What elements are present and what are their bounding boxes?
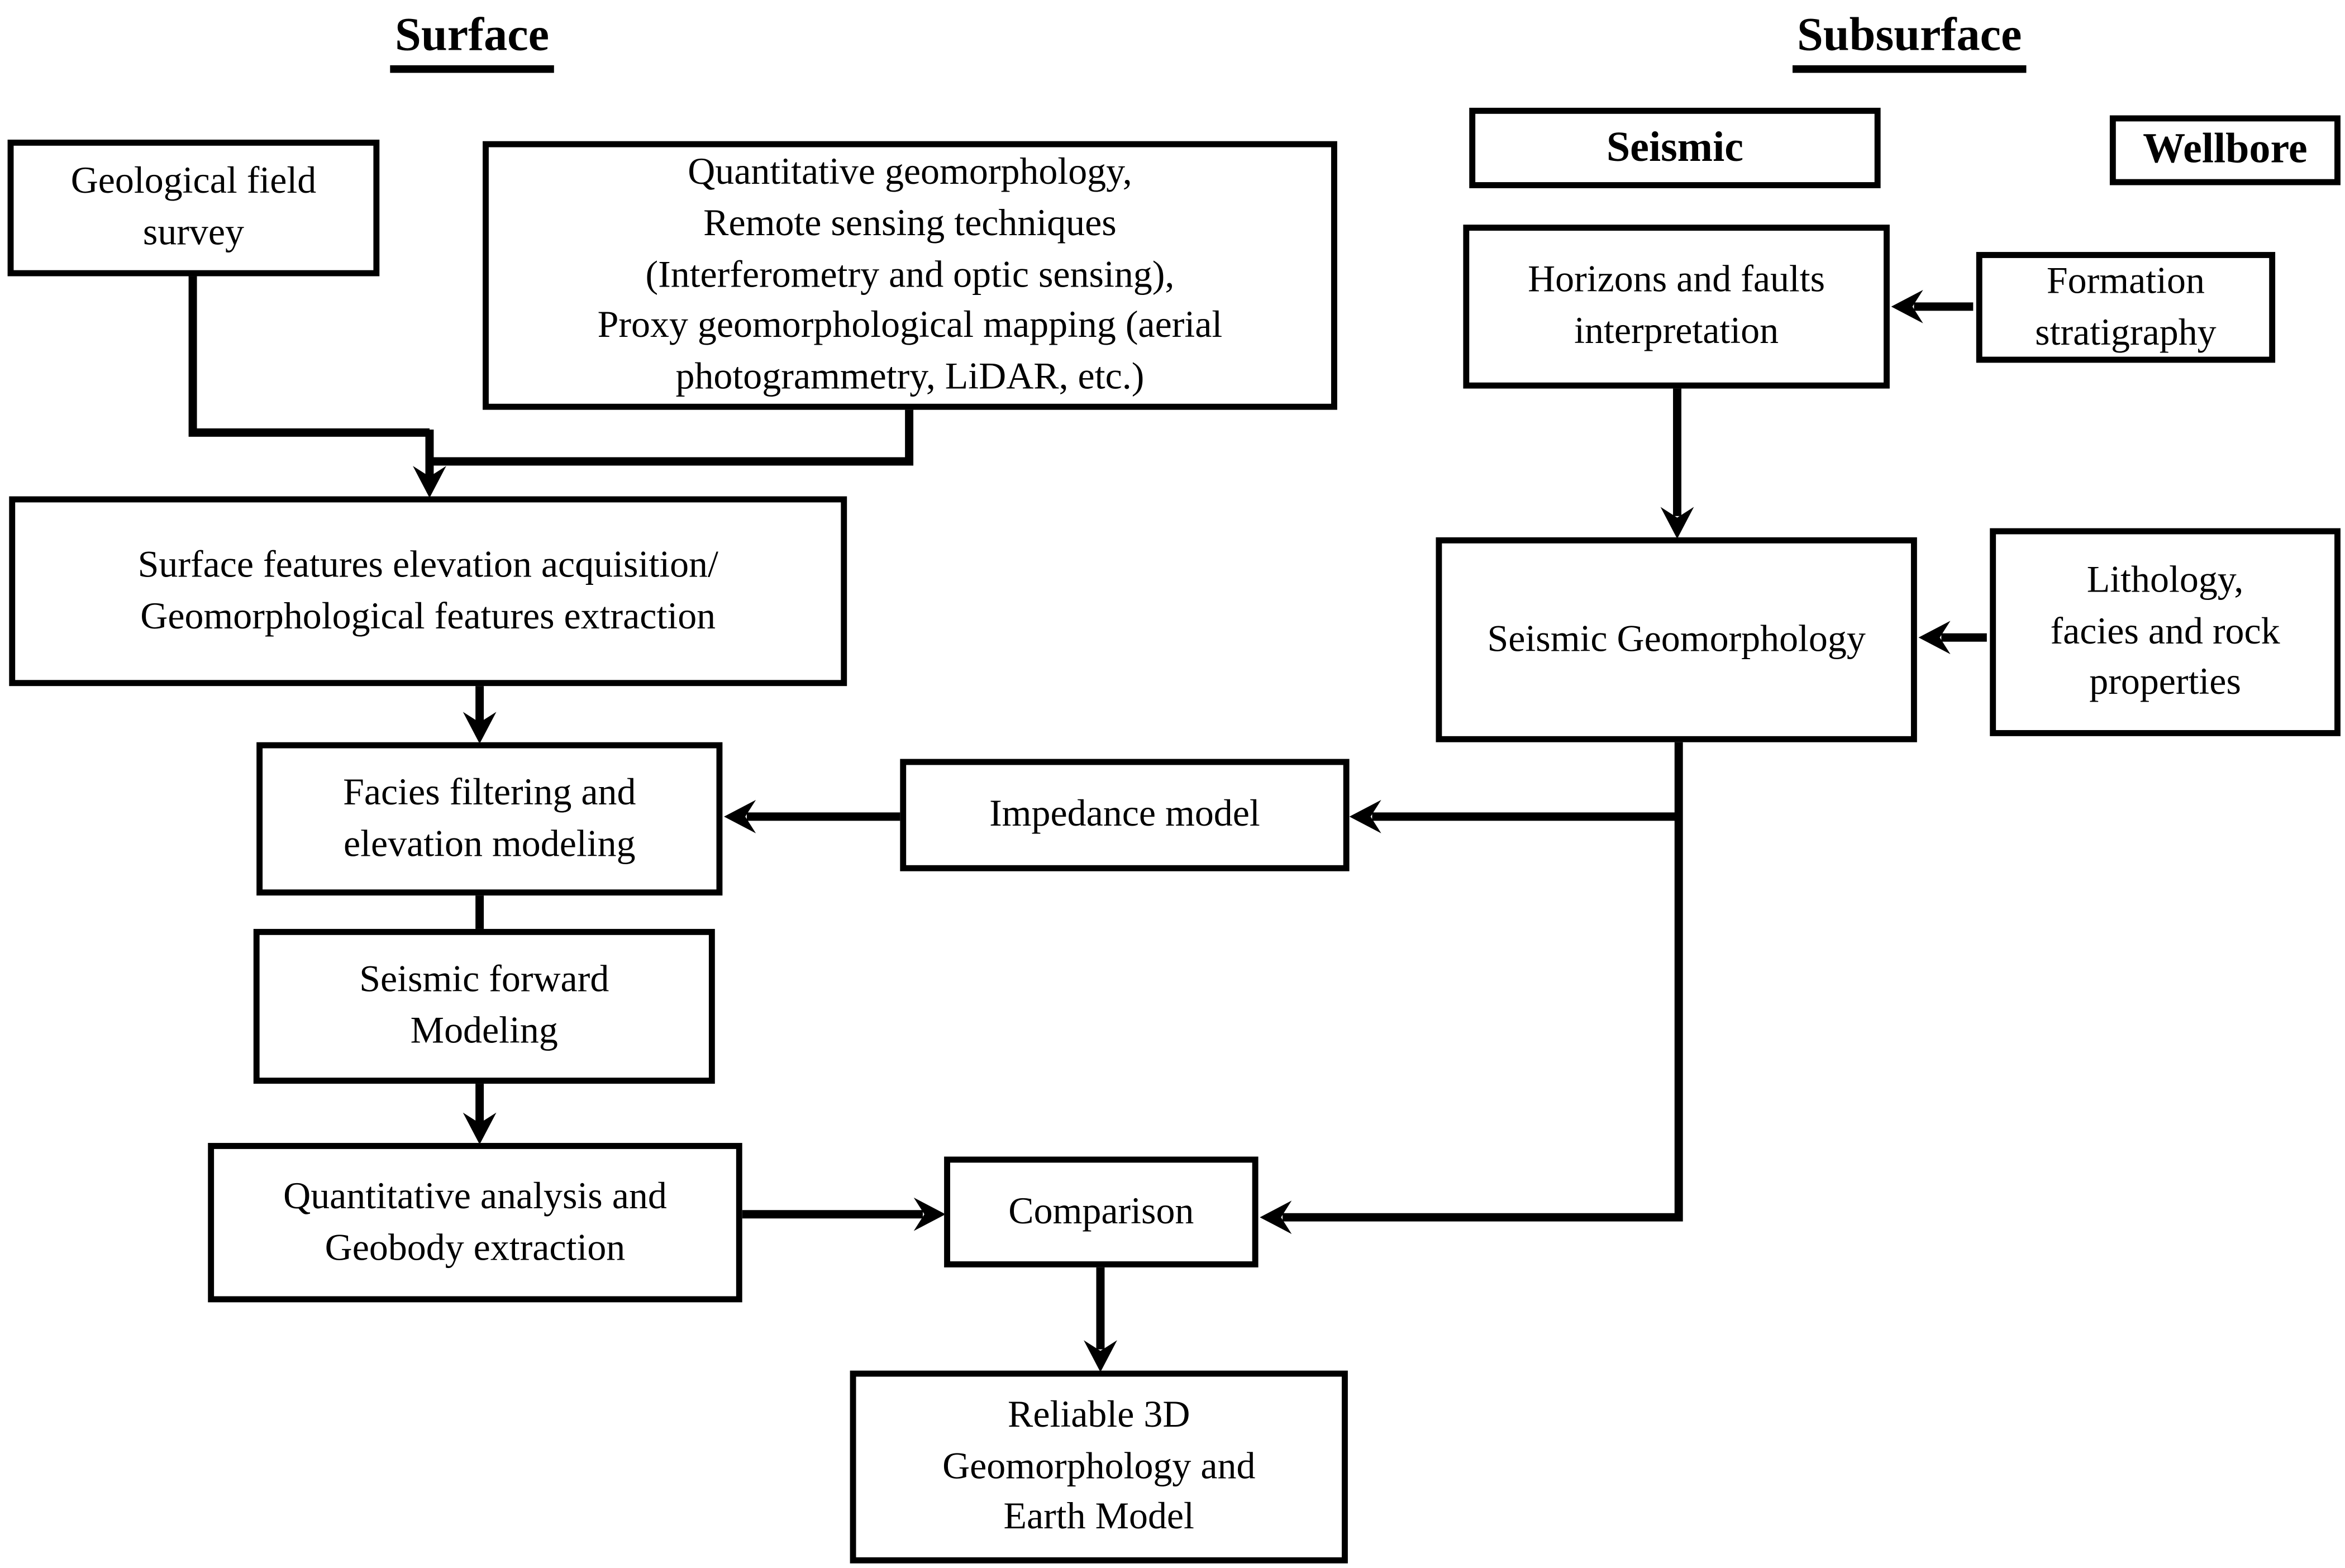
node-comparison: Comparison (944, 1156, 1259, 1267)
node-impedance-model: Impedance model (900, 759, 1350, 871)
arrowhead-down-icon (463, 1112, 497, 1145)
arrowhead-left-icon (1260, 1200, 1292, 1235)
arrowhead-left-icon (1349, 799, 1381, 833)
node-facies-filtering: Facies filtering and elevation modeling (256, 742, 723, 896)
label-box-wellbore: Wellbore (2109, 115, 2341, 185)
connector-quantgeo-to-merge (429, 407, 914, 466)
node-horizons-faults: Horizons and faults interpretation (1463, 225, 1890, 389)
node-seismic-forward-modeling: Seismic forward Modeling (253, 928, 715, 1084)
node-quantitative-analysis: Quantitative analysis and Geobody extrac… (208, 1143, 742, 1303)
connector-geological-to-merge (188, 273, 430, 437)
arrowhead-down-icon (463, 712, 497, 744)
heading-subsurface: Subsurface (1788, 8, 2031, 73)
node-formation-stratigraphy: Formation stratigraphy (1976, 252, 2276, 363)
node-lithology-facies: Lithology, facies and rock properties (1990, 528, 2341, 736)
node-reliable-3d-model: Reliable 3D Geomorphology and Earth Mode… (850, 1370, 1348, 1564)
arrowhead-left-icon (1918, 621, 1951, 655)
arrowhead-down-icon (1084, 1340, 1117, 1372)
arrowhead-left-icon (1891, 289, 1923, 323)
heading-surface: Surface (358, 8, 586, 73)
arrowhead-down-icon (413, 466, 446, 498)
node-quantitative-geomorphology: Quantitative geomorphology, Remote sensi… (483, 141, 1337, 410)
node-geological-field-survey: Geological field survey (7, 139, 380, 277)
node-surface-features: Surface features elevation acquisition/ … (9, 496, 847, 687)
arrowhead-left-icon (724, 799, 756, 833)
label-box-seismic: Seismic (1469, 107, 1881, 188)
heading-surface-text: Surface (390, 8, 554, 73)
node-seismic-geomorphology: Seismic Geomorphology (1436, 537, 1917, 742)
arrow-seismic-geo-to-comparison (1283, 739, 1683, 1222)
arrowhead-down-icon (1660, 507, 1694, 539)
arrowhead-right-icon (913, 1197, 946, 1231)
heading-subsurface-text: Subsurface (1792, 8, 2027, 73)
